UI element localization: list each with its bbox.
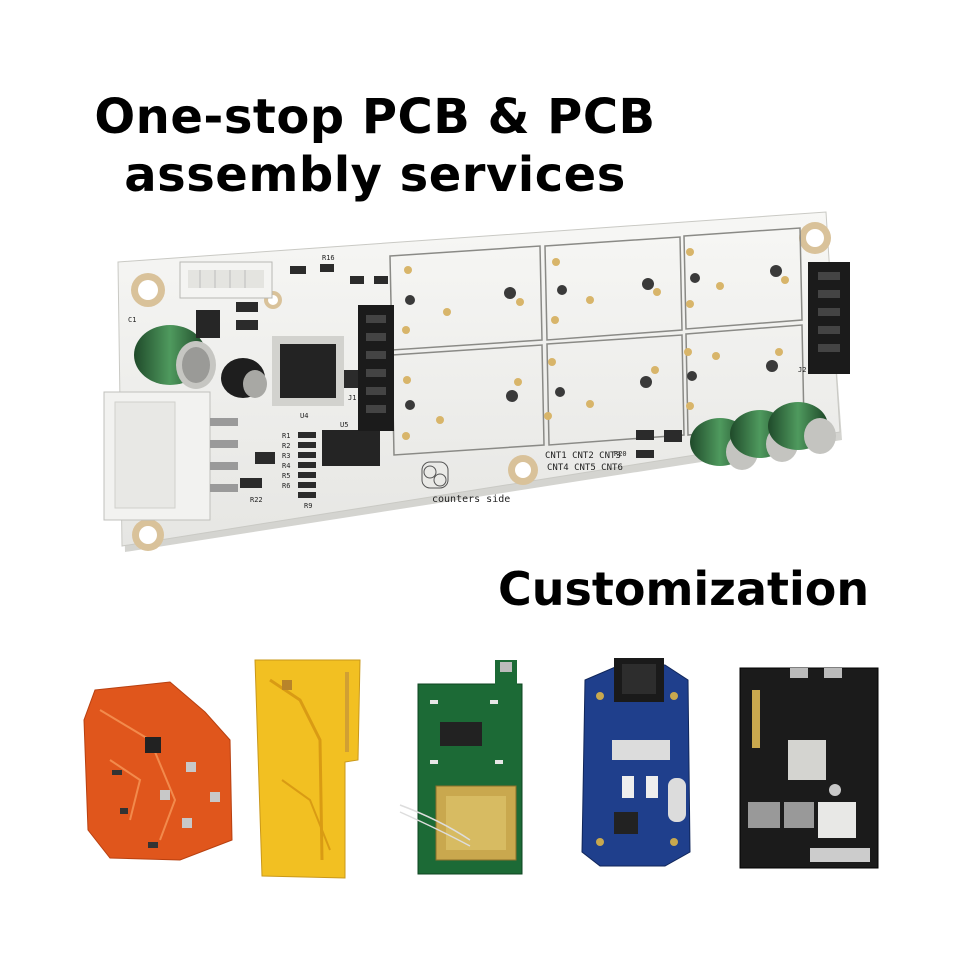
main-white-pcb: CNT1 CNT2 CNT3 CNT4 CNT5 CNT6 counters s…: [103, 211, 850, 552]
pin-header-j2: [808, 262, 850, 374]
silk-j2: J2: [798, 366, 806, 374]
ic-small-top: [196, 310, 220, 338]
silk-j1: J1: [348, 394, 356, 402]
capacitors-right: [690, 402, 836, 470]
silk-r1: R1: [282, 432, 290, 440]
silk-c1: C1: [128, 316, 136, 324]
mounting-holes: [131, 222, 831, 551]
silk-u4: U4: [300, 412, 308, 420]
sample-board-green: [399, 660, 523, 875]
sample-board-black: [739, 667, 879, 869]
silk-r9: R9: [304, 502, 312, 510]
gold-pads: [402, 248, 789, 440]
u3-footprint: [421, 461, 449, 489]
silk-counters-side: counters side: [432, 494, 510, 505]
silk-cnt-row2: CNT4 CNT5 CNT6: [547, 463, 623, 473]
silk-r16: R16: [322, 254, 335, 262]
jst-connector: [179, 261, 273, 299]
sample-board-blue: [581, 658, 691, 867]
silk-r20: R20: [614, 450, 627, 458]
counter-cell-holes: [405, 265, 782, 410]
power-connector: [103, 391, 238, 521]
ic-u5: [322, 430, 380, 466]
silk-r2: R2: [282, 442, 290, 450]
silk-cnt-row1: CNT1 CNT2 CNT3: [545, 451, 621, 461]
silk-r6: R6: [282, 482, 290, 490]
headline-line-2: assembly services: [124, 147, 626, 203]
silk-r3: R3: [282, 452, 290, 460]
silk-u5: U5: [340, 421, 348, 429]
ic-u4-qfp: [272, 336, 344, 406]
headline-line-1: One-stop PCB & PCB: [94, 89, 656, 145]
pin-header-j1: [358, 305, 394, 431]
silk-r5: R5: [282, 472, 290, 480]
customization-heading: Customization: [498, 562, 870, 616]
silk-r22: R22: [250, 496, 263, 504]
capacitor-small: [221, 358, 267, 398]
sample-board-orange: [83, 681, 233, 861]
capacitor-c1: [134, 325, 216, 389]
smd-resistors: [236, 264, 682, 498]
headline: One-stop PCB & PCB assembly services: [60, 88, 690, 204]
silkscreen-labels: CNT1 CNT2 CNT3 CNT4 CNT5 CNT6 counters s…: [128, 254, 806, 510]
sample-board-yellow: [254, 659, 361, 879]
silk-r4: R4: [282, 462, 290, 470]
